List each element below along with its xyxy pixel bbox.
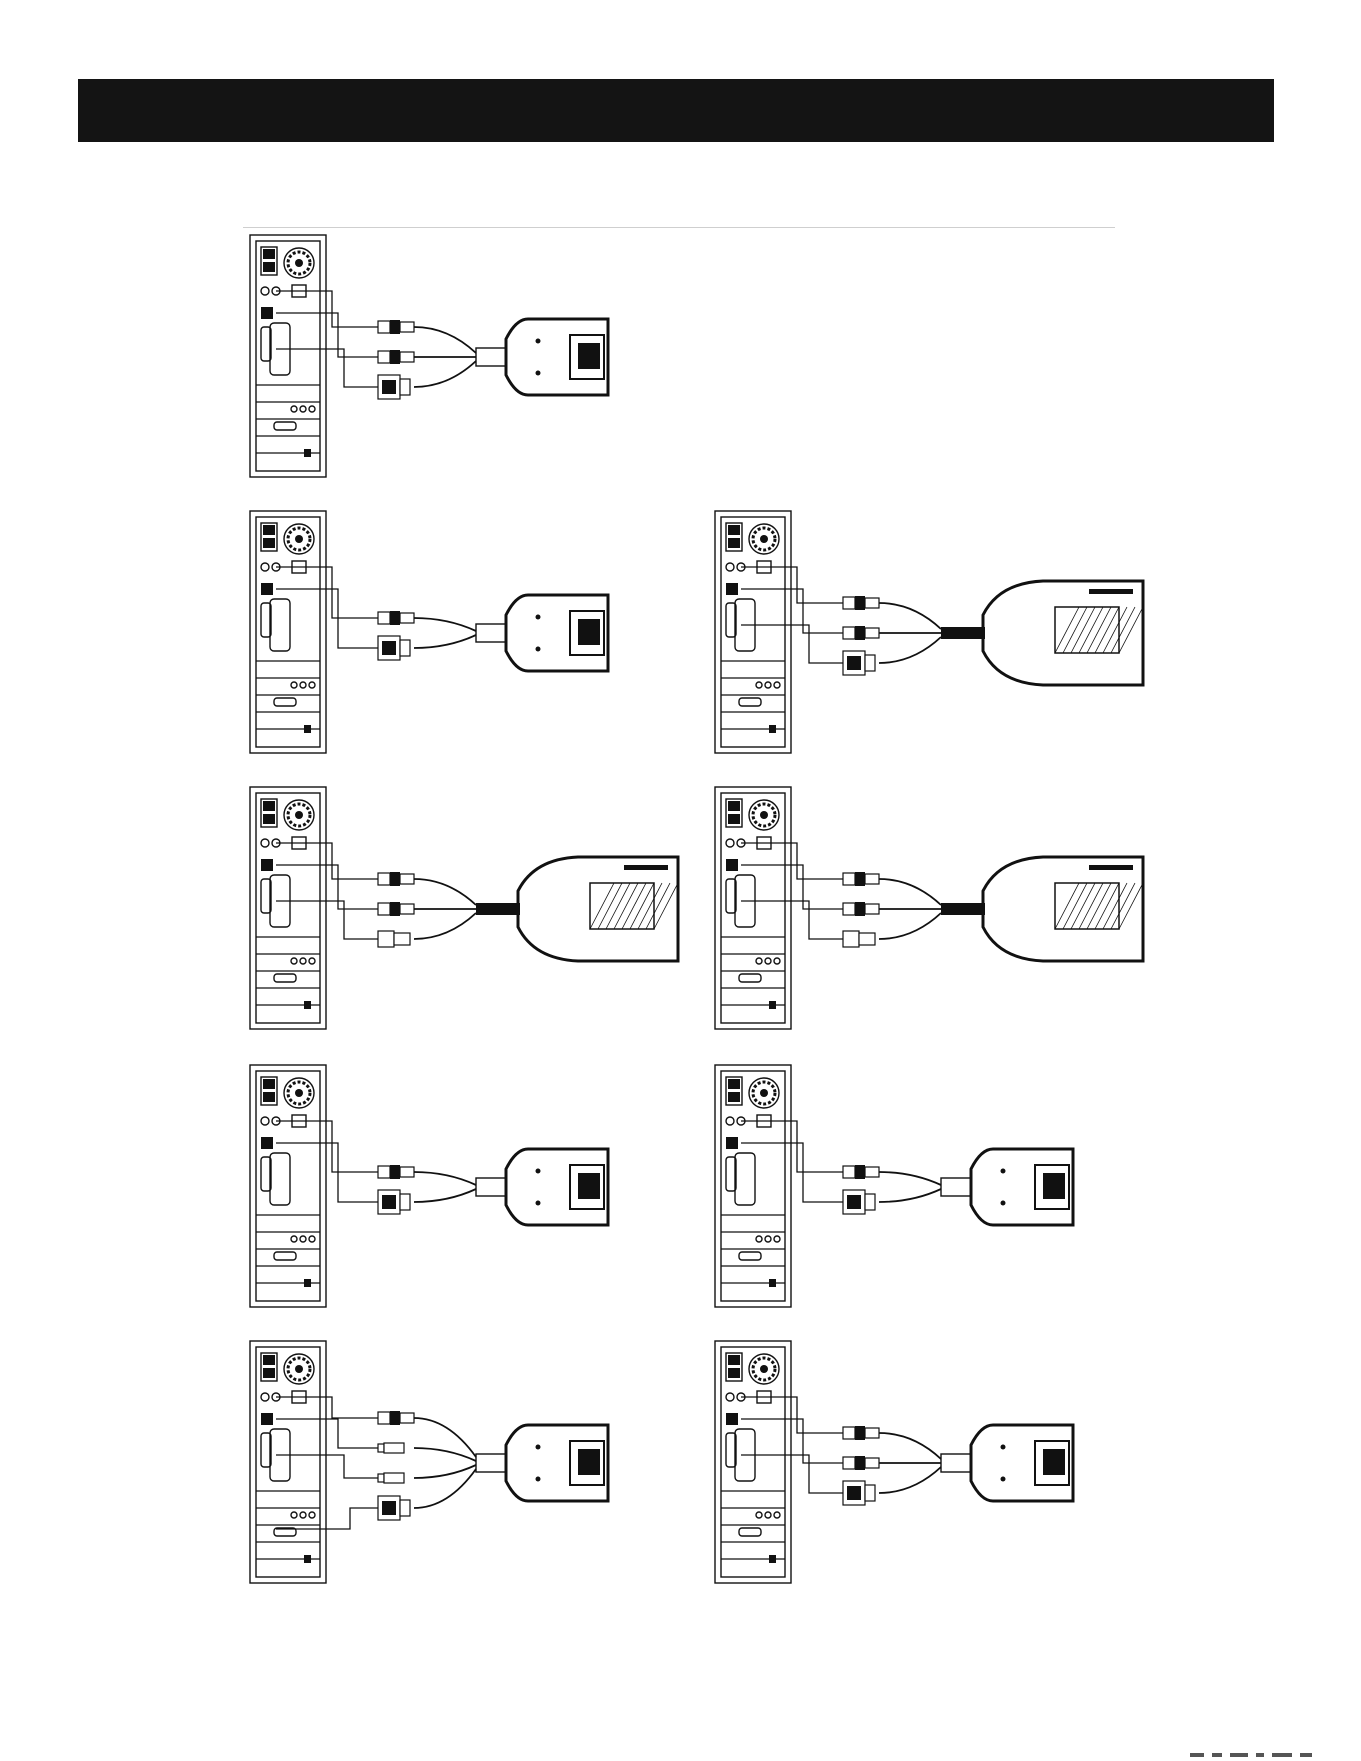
usb-plug bbox=[843, 1456, 879, 1470]
usb-plug bbox=[378, 611, 414, 625]
cable-group bbox=[741, 843, 941, 939]
computer-tower bbox=[250, 1341, 326, 1583]
displayport-plug bbox=[843, 931, 875, 947]
cable-group bbox=[741, 1121, 941, 1202]
kvm-adapter-module bbox=[476, 857, 678, 961]
cable-group bbox=[741, 1397, 941, 1493]
connection-diagram-usb-vga bbox=[248, 1063, 688, 1311]
fan-icon bbox=[284, 800, 314, 830]
usb-plug bbox=[843, 872, 879, 886]
kvm-adapter-dongle bbox=[476, 319, 608, 395]
vga-plug bbox=[378, 375, 410, 399]
computer-tower bbox=[715, 1065, 791, 1307]
usb-plug bbox=[843, 1426, 879, 1440]
section-divider bbox=[243, 227, 1115, 228]
cable-group bbox=[276, 1397, 476, 1529]
connection-diagram-hdmi bbox=[248, 785, 688, 1033]
dvi-plug bbox=[843, 651, 875, 675]
connection-diagram-ps2 bbox=[248, 233, 688, 481]
vga-plug bbox=[378, 636, 410, 660]
usb-plug bbox=[843, 596, 879, 610]
computer-tower bbox=[250, 511, 326, 753]
connection-diagram-usb-audio bbox=[248, 509, 688, 757]
kvm-adapter-dongle bbox=[476, 1425, 608, 1501]
fan-icon bbox=[284, 248, 314, 278]
cable-group bbox=[276, 291, 476, 387]
usb-plug bbox=[378, 872, 414, 886]
kvm-adapter-dongle bbox=[476, 1149, 608, 1225]
fan-icon bbox=[284, 1078, 314, 1108]
hdmi-plug bbox=[378, 931, 410, 947]
connection-diagram-displayport bbox=[713, 785, 1153, 1033]
kvm-adapter-dongle bbox=[941, 1149, 1073, 1225]
fan-icon bbox=[284, 524, 314, 554]
header-bar bbox=[78, 79, 1274, 142]
ps2-mouse-plug bbox=[378, 350, 414, 364]
fan-icon bbox=[284, 1354, 314, 1384]
cable-group bbox=[741, 567, 941, 663]
computer-tower bbox=[715, 1341, 791, 1583]
connection-diagram-sun-legacy bbox=[713, 509, 1153, 757]
cable-group bbox=[276, 567, 476, 648]
connection-diagram-usb-vga-alt bbox=[713, 1063, 1153, 1311]
computer-tower bbox=[250, 1065, 326, 1307]
computer-tower bbox=[250, 787, 326, 1029]
computer-tower bbox=[715, 511, 791, 753]
vga-plug bbox=[378, 1496, 410, 1520]
ps2-keyboard-plug bbox=[378, 320, 414, 334]
kvm-adapter-module bbox=[941, 581, 1143, 685]
fan-icon bbox=[749, 800, 779, 830]
vga-plug bbox=[843, 1190, 875, 1214]
vga-plug bbox=[843, 1481, 875, 1505]
page-footer-mark bbox=[1190, 1752, 1340, 1758]
audio-plug bbox=[378, 1473, 404, 1483]
usb-plug bbox=[378, 1165, 414, 1179]
kvm-adapter-module bbox=[941, 857, 1143, 961]
kvm-adapter-dongle bbox=[941, 1425, 1073, 1501]
usb-plug bbox=[378, 1411, 414, 1425]
cable-group bbox=[276, 843, 476, 939]
usb-plug bbox=[378, 902, 414, 916]
fan-icon bbox=[749, 1354, 779, 1384]
computer-tower bbox=[715, 787, 791, 1029]
usb-plug bbox=[843, 626, 879, 640]
connection-diagram-usb-dual-vga bbox=[713, 1339, 1153, 1587]
usb-plug bbox=[843, 1165, 879, 1179]
fan-icon bbox=[749, 1078, 779, 1108]
vga-plug bbox=[378, 1190, 410, 1214]
kvm-adapter-dongle bbox=[476, 595, 608, 671]
computer-tower bbox=[250, 235, 326, 477]
usb-plug bbox=[843, 902, 879, 916]
audio-plug bbox=[378, 1443, 404, 1453]
cable-group bbox=[276, 1121, 476, 1202]
connection-diagram-usb-audio-vga bbox=[248, 1339, 688, 1587]
fan-icon bbox=[749, 524, 779, 554]
